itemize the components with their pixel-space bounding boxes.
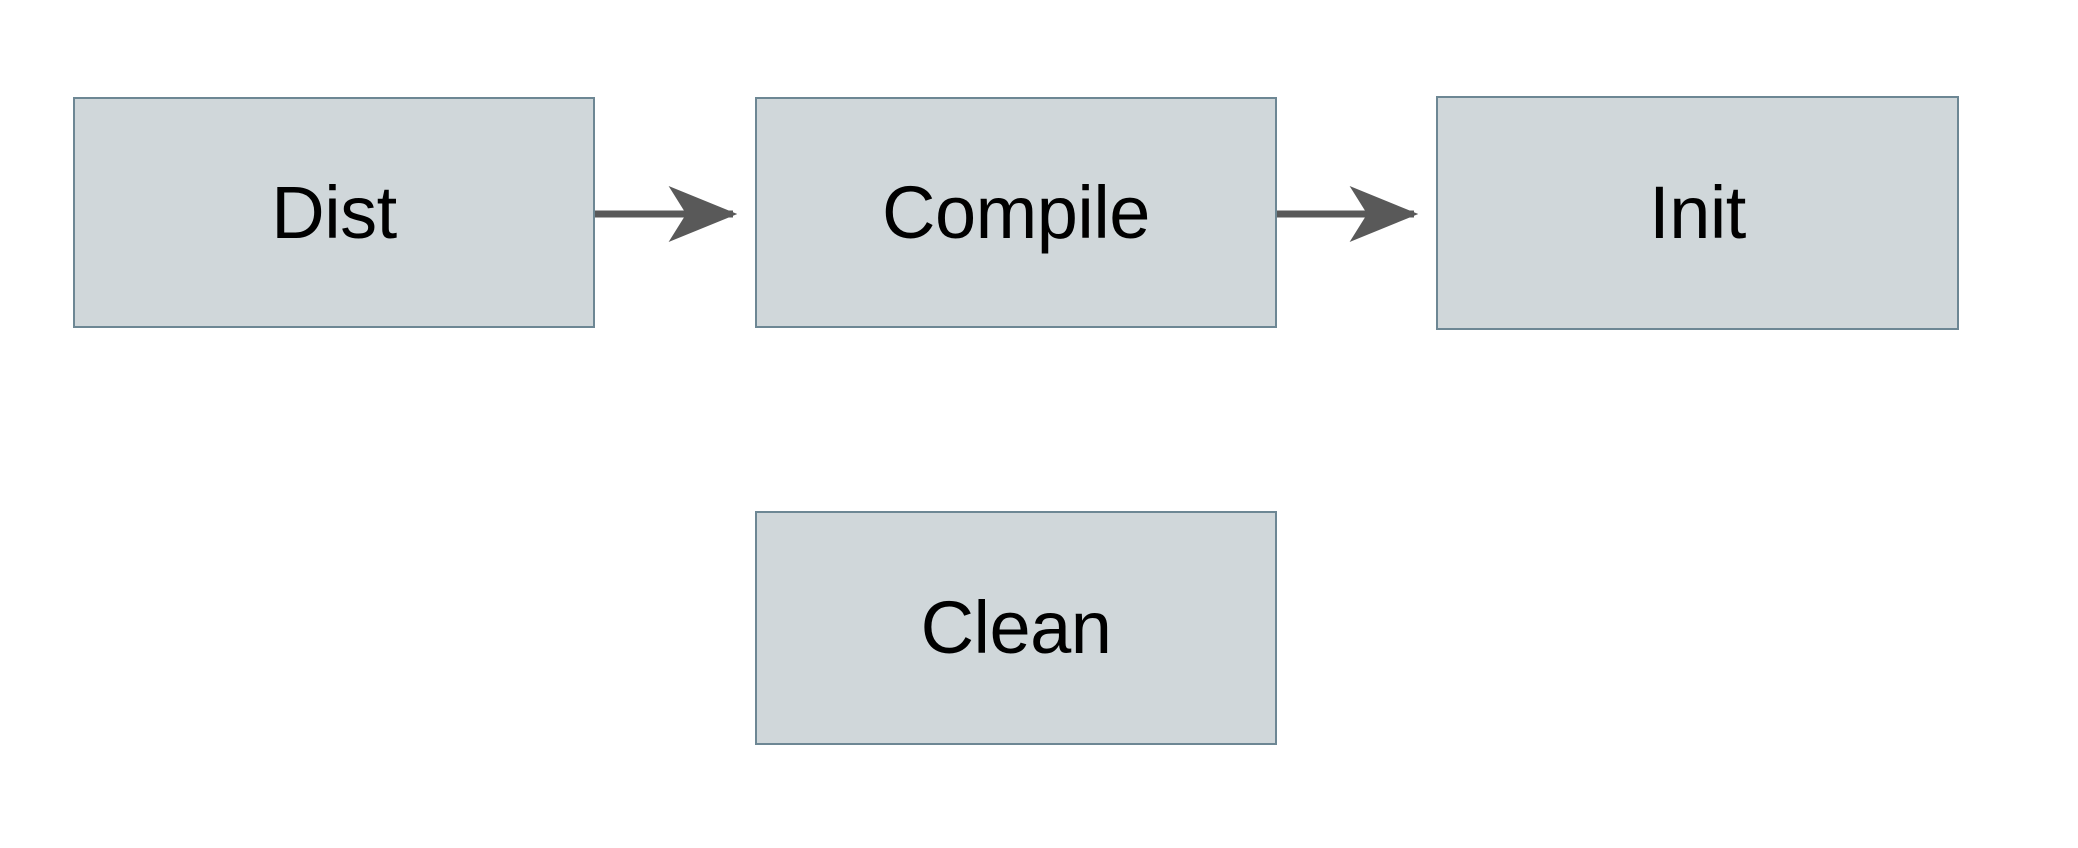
node-compile[interactable]: Compile [755,97,1277,328]
node-init[interactable]: Init [1436,96,1959,330]
node-clean-label: Clean [920,586,1112,669]
node-compile-label: Compile [882,170,1150,254]
node-clean[interactable]: Clean [755,511,1277,745]
node-init-label: Init [1649,171,1746,254]
node-dist-label: Dist [271,170,397,254]
node-dist[interactable]: Dist [73,97,595,328]
